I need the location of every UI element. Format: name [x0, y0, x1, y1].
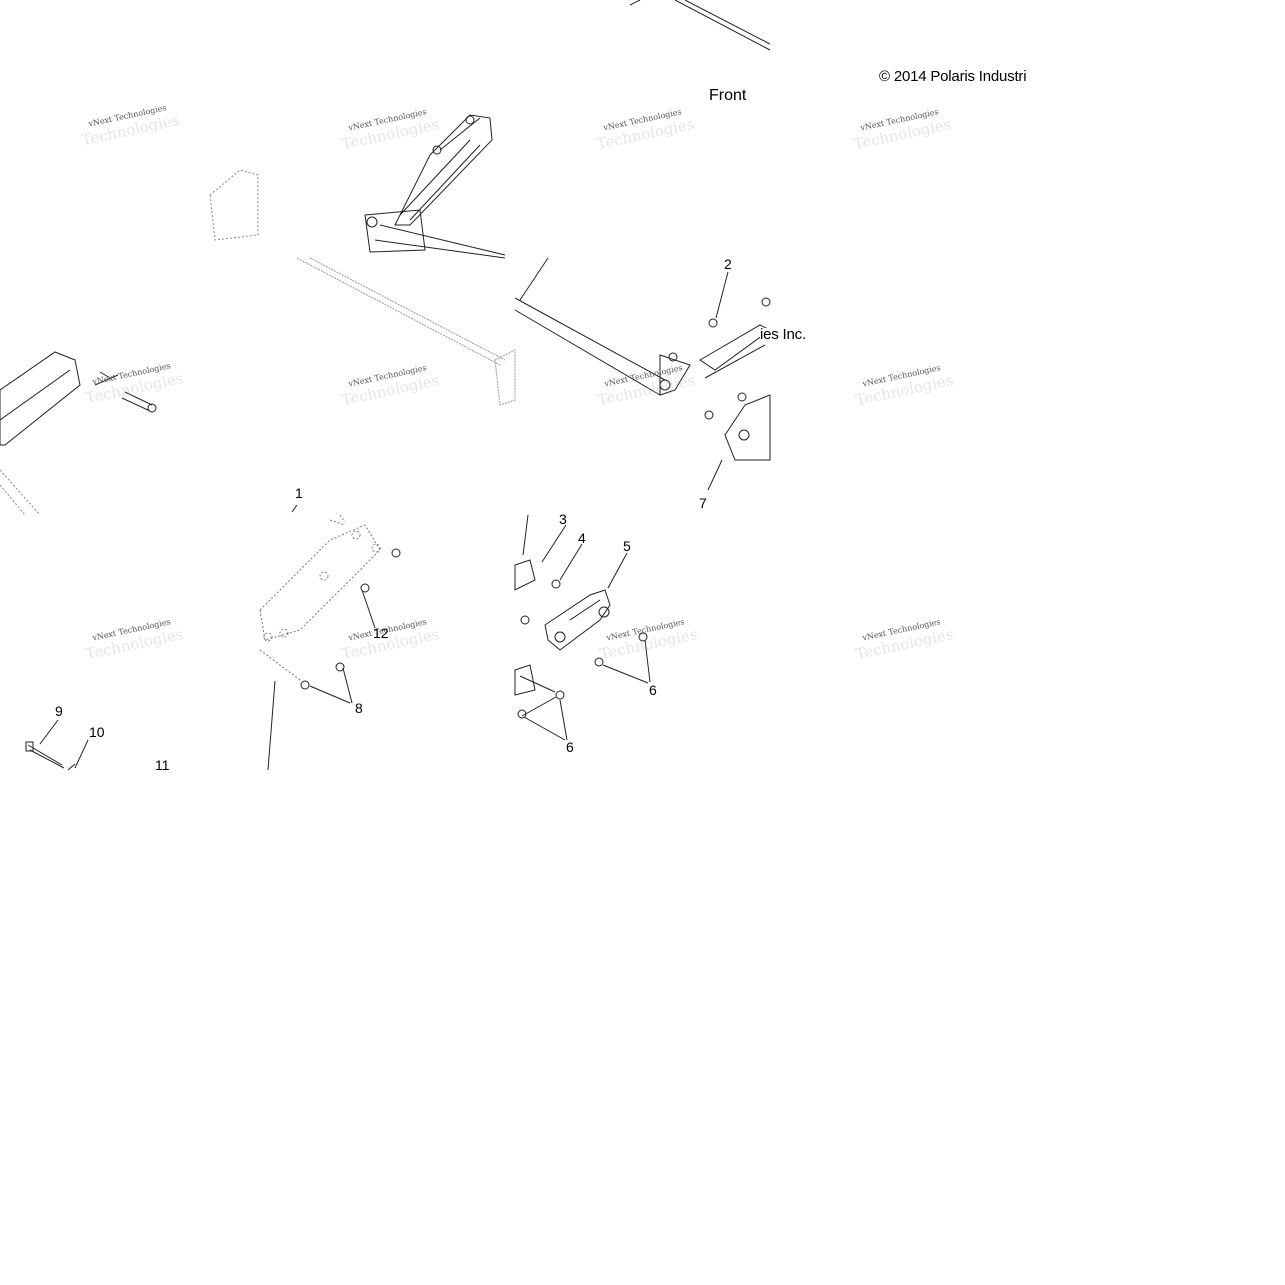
callout-2: 2	[724, 256, 732, 272]
rail-assembly-right	[514, 257, 771, 491]
callout-9: 9	[55, 703, 63, 719]
bracket-assembly-upper	[209, 114, 506, 259]
callout-10: 10	[89, 724, 105, 740]
fasteners-lower	[267, 504, 401, 771]
callout-6-lower: 6	[566, 739, 574, 755]
callout-4: 4	[578, 530, 586, 546]
callout-7: 7	[699, 495, 707, 511]
callout-1: 1	[295, 485, 303, 501]
bolt-item-9	[25, 719, 89, 771]
callout-12: 12	[373, 625, 389, 641]
front-label: Front	[709, 87, 747, 104]
bracket-plate-lower	[514, 514, 651, 741]
callout-5: 5	[623, 538, 631, 554]
callout-6-upper: 6	[649, 682, 657, 698]
copyright-notice: © 2014 Polaris Industri	[879, 68, 1027, 85]
copyright-fragment: ies Inc.	[760, 326, 806, 343]
bracket-assembly-lower	[259, 514, 381, 681]
callout-8: 8	[355, 700, 363, 716]
callout-3: 3	[559, 511, 567, 527]
bracket-assembly-left	[0, 351, 157, 516]
callout-11: 11	[155, 757, 170, 773]
top-bar-fragment	[629, 0, 771, 51]
axle-shaft	[296, 257, 516, 406]
